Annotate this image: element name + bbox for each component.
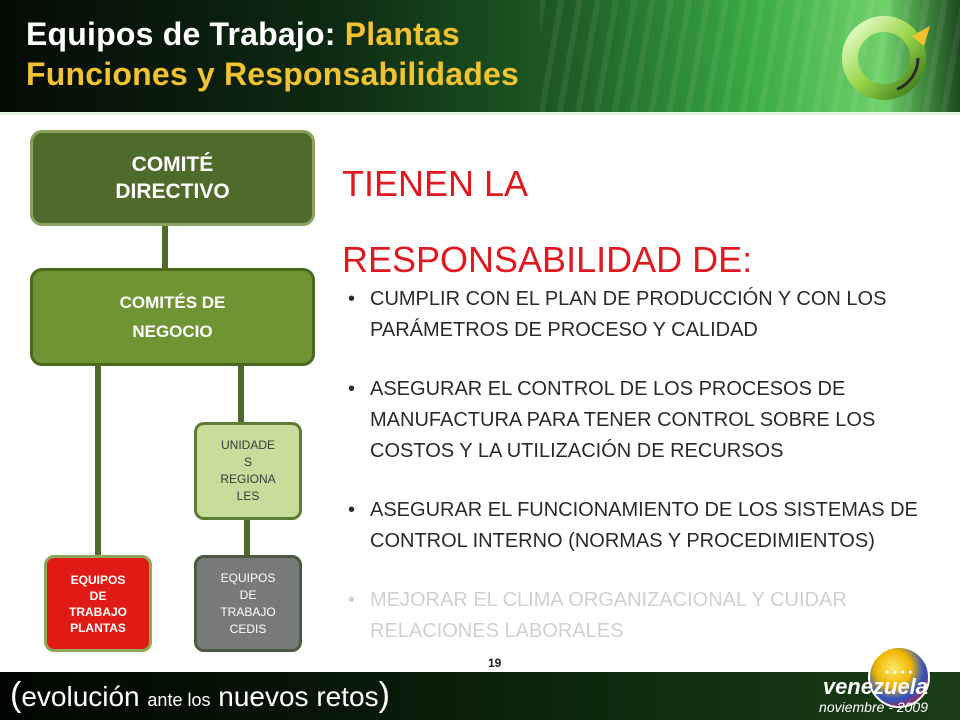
responsibility-list: CUMPLIR CON EL PLAN DE PRODUCCIÓN Y CON …: [346, 284, 952, 675]
list-item: CUMPLIR CON EL PLAN DE PRODUCCIÓN Y CON …: [346, 284, 952, 346]
globe-flag-icon: ✦✦✦✦: [868, 646, 930, 708]
heading-line: TIENEN LA: [342, 163, 529, 204]
org-box-label-line: DE: [89, 588, 107, 603]
org-box-label-line: COMITÉ: [131, 153, 214, 176]
org-box-unidades-regionales: UNIDADE S REGIONA LES: [194, 422, 302, 520]
slide-title: Equipos de Trabajo: Plantas Funciones y …: [26, 14, 519, 94]
brand-name: venezuela: [822, 674, 928, 699]
org-box-label-line: EQUIPOS: [70, 572, 126, 587]
org-box-label-line: UNIDADE: [220, 438, 275, 452]
title-highlight: Plantas: [344, 16, 460, 52]
connector-unidades-cedis: [244, 520, 250, 556]
connector-negocio-unidades: [238, 366, 244, 424]
org-box-label-line: TRABAJO: [220, 604, 276, 619]
org-box-label-line: CEDIS: [229, 621, 267, 636]
org-box-equipos-cedis: EQUIPOS DE TRABAJO CEDIS: [194, 555, 302, 652]
brand-date: noviembre - 2009: [819, 699, 928, 715]
footer-brand: venezuela noviembre - 2009: [819, 676, 928, 716]
org-box-label-line: S: [243, 455, 252, 469]
org-box-label-line: TRABAJO: [68, 604, 127, 619]
org-box-comite-directivo: COMITÉ DIRECTIVO: [30, 130, 315, 226]
slide-header: Equipos de Trabajo: Plantas Funciones y …: [0, 0, 960, 115]
slogan-word: evolución: [21, 681, 140, 712]
list-item: MEJORAR EL CLIMA ORGANIZACIONAL Y CUIDAR…: [346, 585, 952, 647]
connector-negocio-plantas: [95, 366, 101, 556]
title-prefix: Equipos de Trabajo:: [26, 16, 345, 52]
org-box-label-line: PLANTAS: [70, 620, 126, 635]
org-box-comites-negocio: COMITÉS DE NEGOCIO: [30, 268, 315, 366]
heading-line: RESPONSABILIDAD DE:: [342, 239, 753, 280]
org-box-label-line: REGIONA: [220, 472, 276, 486]
slide-footer: (evolución ante los nuevos retos): [0, 672, 960, 720]
org-box-label-line: DE: [239, 587, 257, 602]
list-item: ASEGURAR EL FUNCIONAMIENTO DE LOS SISTEM…: [346, 495, 952, 557]
org-box-label-line: DIRECTIVO: [115, 180, 230, 203]
list-item: ASEGURAR EL CONTROL DE LOS PROCESOS DE M…: [346, 374, 952, 467]
connector-directivo-negocio: [162, 226, 168, 270]
slogan-word: nuevos retos: [218, 681, 379, 712]
org-box-label-line: LES: [236, 489, 260, 503]
responsibility-heading: TIENEN LA RESPONSABILIDAD DE:: [342, 146, 942, 298]
org-box-equipos-plantas: EQUIPOS DE TRABAJO PLANTAS: [44, 555, 152, 652]
page-number: 19: [488, 656, 502, 670]
org-box-label-line: COMITÉS DE: [119, 293, 226, 312]
ring-logo-icon: [842, 16, 930, 100]
title-subtitle: Funciones y Responsabilidades: [26, 56, 520, 92]
footer-slogan: (evolución ante los nuevos retos): [10, 676, 390, 714]
org-box-label-line: EQUIPOS: [220, 570, 276, 585]
slogan-word: ante los: [147, 690, 211, 710]
org-box-label-line: NEGOCIO: [132, 322, 213, 341]
